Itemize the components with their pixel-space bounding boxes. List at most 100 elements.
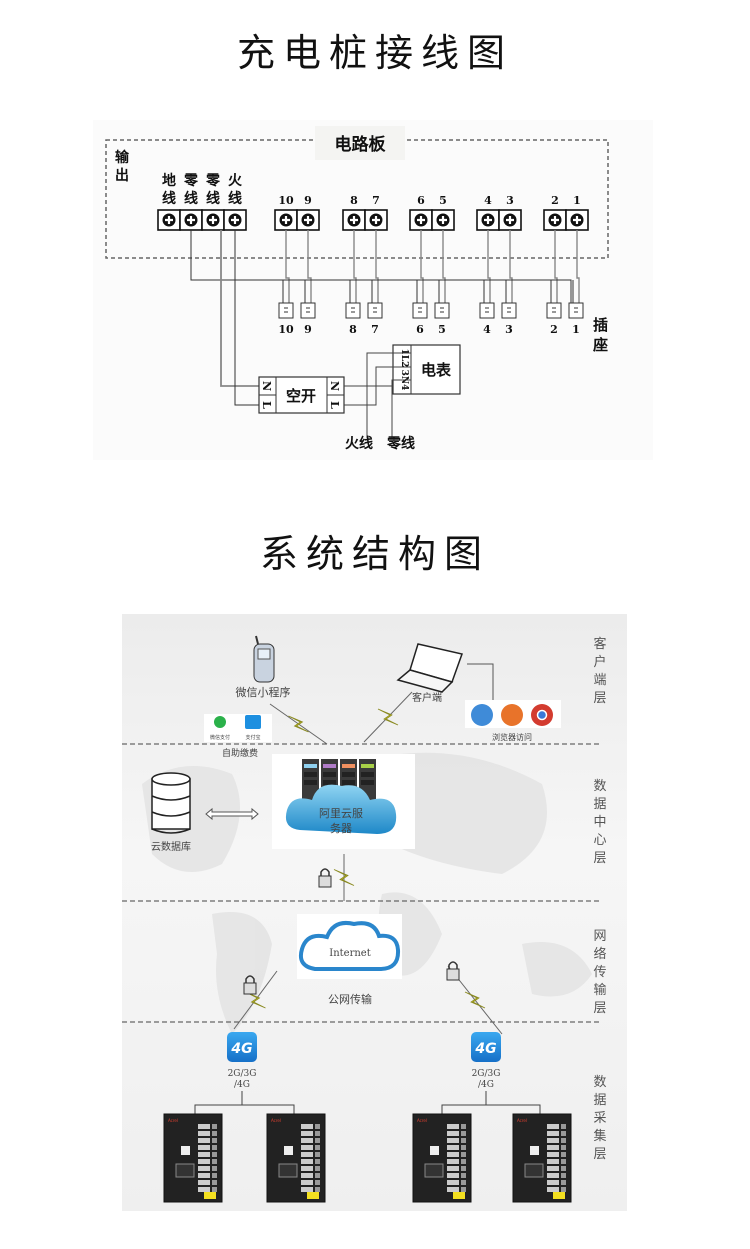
output-label-1: 输: [115, 149, 130, 166]
gateway-label: 2G/3G: [228, 1069, 257, 1079]
device-meter: [447, 1180, 459, 1185]
terminal-label: 线: [206, 190, 220, 207]
alipay-label: 支付宝: [245, 734, 260, 741]
socket: [501, 302, 517, 319]
breaker-terminal: N: [328, 381, 341, 391]
input-live-label: 火线: [345, 435, 373, 452]
lock-shackle: [245, 975, 255, 983]
device-brand: Acrel: [517, 1118, 527, 1123]
device-socket-indicator: [315, 1159, 320, 1164]
terminal-number: 4: [484, 194, 492, 207]
laptop-icon: [396, 643, 463, 693]
screw-cross: [506, 216, 514, 224]
socket: [568, 302, 584, 319]
device-socket-indicator: [315, 1173, 320, 1178]
socket-number: 9: [304, 323, 312, 336]
wire: [353, 230, 357, 303]
breaker-terminal: L: [260, 401, 273, 409]
layer-label-char: 层: [593, 851, 606, 866]
socket: [412, 302, 428, 319]
device-socket-indicator: [561, 1166, 566, 1171]
socket-glyph: [418, 307, 422, 313]
charging-device: Acrel: [412, 1113, 472, 1203]
wire: [375, 230, 379, 303]
server-bay: [304, 780, 317, 785]
socket: [345, 302, 361, 319]
socket-glyph: [306, 307, 310, 313]
socket-glyph: [552, 307, 556, 313]
device-meter: [301, 1159, 313, 1164]
device-meter: [198, 1145, 210, 1150]
output-label-2: 出: [115, 167, 129, 184]
layer-label-char: 输: [593, 982, 606, 998]
pc-client-label: 客户端: [412, 691, 442, 704]
device-socket-indicator: [561, 1131, 566, 1136]
wire: [509, 230, 513, 303]
terminal-number: 9: [304, 194, 312, 207]
wire: [220, 230, 259, 387]
screw-cross: [165, 216, 173, 224]
neutral-bus-wire: [190, 230, 572, 303]
screw-cross: [573, 216, 581, 224]
server-led: [304, 764, 317, 768]
lightning-icon: [288, 715, 309, 733]
qr-code-icon: [284, 1146, 293, 1155]
device-meter: [447, 1131, 459, 1136]
breaker-label: 空开: [286, 387, 316, 405]
device-connectors: [194, 1091, 541, 1114]
socket: [479, 302, 495, 319]
gateway-left: 4G 2G/3G /4G: [227, 1032, 257, 1090]
socket-number: 8: [349, 323, 357, 336]
device-meter: [301, 1187, 313, 1192]
device-meter: [198, 1124, 210, 1129]
wire: [285, 230, 290, 303]
layer-label-char: 据: [593, 1093, 606, 1108]
screw-cross: [231, 216, 239, 224]
server-bay: [323, 772, 336, 777]
device-meter: [447, 1187, 459, 1192]
socket-number: 2: [550, 323, 558, 336]
terminal-number: 6: [417, 194, 425, 207]
wire: [442, 230, 446, 303]
4g-icon: [471, 1032, 501, 1062]
terminal-label: 线: [228, 190, 242, 207]
layer-label-char: 端: [593, 673, 606, 688]
device-socket-indicator: [461, 1187, 466, 1192]
breaker: 空开 N L N L: [258, 376, 345, 414]
wire: [554, 230, 558, 303]
device-socket-indicator: [212, 1166, 217, 1171]
public-network-label: 公网传输: [328, 992, 372, 1006]
layer-label-char: 数: [593, 1075, 606, 1090]
socket-label-1: 插: [593, 316, 608, 334]
layer-label-char: 中: [593, 815, 606, 830]
device-label-sticker: [553, 1192, 565, 1199]
device-socket-indicator: [461, 1152, 466, 1157]
terminal-blocks: [157, 209, 589, 231]
screw-cross: [282, 216, 290, 224]
layer-label-char: 传: [593, 965, 606, 980]
device-meter: [447, 1138, 459, 1143]
screw-cross: [417, 216, 425, 224]
meter-terminal: 1L2: [399, 349, 409, 368]
wires: [190, 230, 580, 406]
firefox-icon: [501, 704, 523, 726]
layer-label-char: 采: [593, 1111, 606, 1126]
circuit-board-outline: [105, 139, 609, 259]
4g-badge-text: 4G: [230, 1041, 252, 1057]
device-meter: [301, 1173, 313, 1178]
card-reader-icon: [175, 1163, 195, 1178]
gateway-label: /4G: [478, 1080, 494, 1090]
device-meter: [198, 1166, 210, 1171]
socket-glyph: [507, 307, 511, 313]
wire: [487, 230, 491, 303]
device-socket-indicator: [461, 1159, 466, 1164]
lock-shackle: [320, 868, 330, 876]
device-socket-indicator: [561, 1187, 566, 1192]
device-meter: [547, 1173, 559, 1178]
device-meter: [547, 1145, 559, 1150]
device-meter: [547, 1124, 559, 1129]
device-socket-indicator: [212, 1138, 217, 1143]
